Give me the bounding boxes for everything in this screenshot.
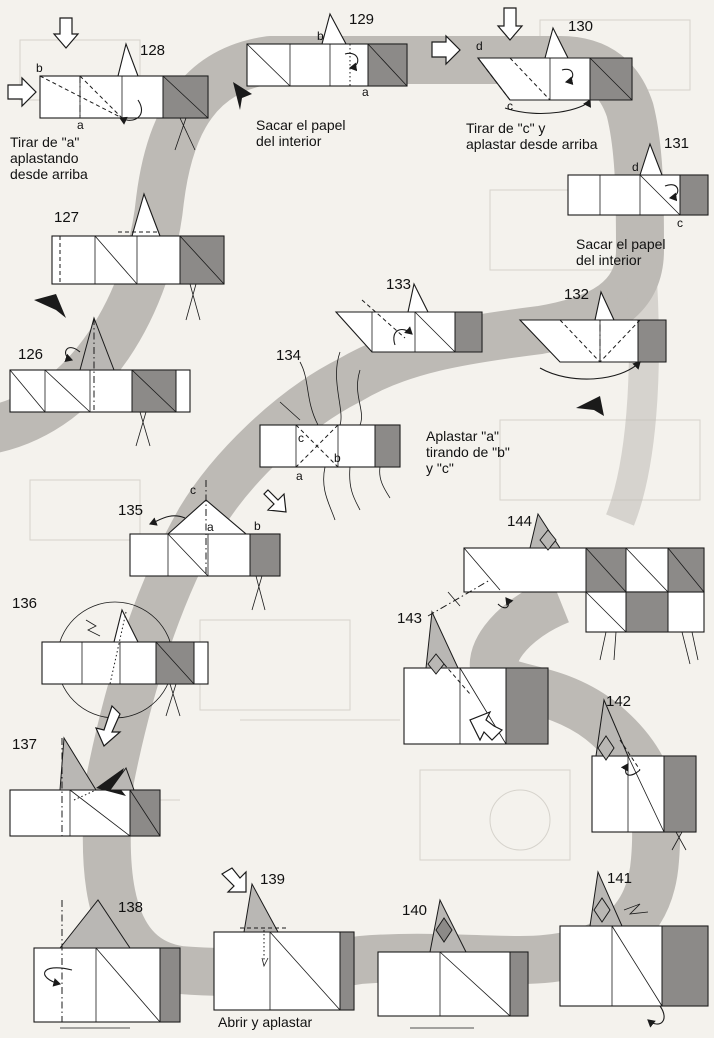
point-label-a: a [362, 86, 369, 98]
figure-144 [428, 514, 704, 664]
figure-134 [260, 352, 400, 520]
caption-line: Sacar el papel [256, 117, 346, 133]
figure-131 [568, 144, 708, 215]
figure-130 [478, 28, 632, 113]
step-number-134: 134 [276, 348, 301, 363]
figure-138 [34, 900, 180, 1028]
caption-line: del interior [576, 252, 666, 268]
step-number-133: 133 [386, 277, 411, 292]
caption-line: tirando de "b" [426, 444, 510, 460]
point-label-b: b [317, 30, 324, 42]
point-label-c: c [298, 432, 304, 444]
caption-line: aplastar desde arriba [466, 136, 598, 152]
caption-step-128: Tirar de "a" aplastando desde arriba [10, 134, 88, 182]
point-label-c: c [190, 484, 196, 496]
push-arrow-134 [264, 490, 286, 512]
figure-133 [336, 284, 482, 352]
caption-step-129: Sacar el papel del interior [256, 117, 346, 149]
point-label-d: d [476, 40, 483, 52]
step-number-140: 140 [402, 903, 427, 918]
caption-line: desde arriba [10, 166, 88, 182]
point-label-c: c [677, 217, 683, 229]
step-number-127: 127 [54, 210, 79, 225]
point-label-c: c [507, 100, 513, 112]
step-number-142: 142 [606, 694, 631, 709]
step-number-132: 132 [564, 287, 589, 302]
figure-140 [378, 900, 528, 1028]
figure-132 [520, 292, 666, 416]
step-number-143: 143 [397, 611, 422, 626]
step-number-128: 128 [140, 43, 165, 58]
step-number-139: 139 [260, 872, 285, 887]
caption-line: Aplastar "a" [426, 428, 510, 444]
point-label-d: d [632, 161, 639, 173]
caption-step-134: Aplastar "a" tirando de "b" y "c" [426, 428, 510, 476]
caption-line: Tirar de "c" y [466, 120, 598, 136]
caption-step-130: Tirar de "c" y aplastar desde arriba [466, 120, 598, 152]
push-arrow-139 [222, 868, 246, 892]
point-label-a: a [207, 521, 214, 533]
figure-142 [592, 700, 696, 850]
turn-arrow-136 [96, 706, 120, 746]
figure-136 [42, 602, 208, 718]
step-number-136: 136 [12, 596, 37, 611]
push-arrow-130 [432, 8, 522, 64]
figure-135 [130, 480, 280, 610]
step-number-138: 138 [118, 900, 143, 915]
step-number-130: 130 [568, 19, 593, 34]
caption-line: y "c" [426, 460, 510, 476]
point-label-b: b [254, 520, 261, 532]
step-number-141: 141 [607, 871, 632, 886]
figure-139 [214, 884, 354, 1010]
point-label-b: b [36, 62, 43, 74]
caption-step-131: Sacar el papel del interior [576, 236, 666, 268]
point-label-a: a [77, 119, 84, 131]
point-label-a: a [296, 470, 303, 482]
step-number-126: 126 [18, 347, 43, 362]
figure-141 [560, 872, 708, 1024]
caption-line: del interior [256, 133, 346, 149]
caption-line: Tirar de "a" [10, 134, 88, 150]
step-number-137: 137 [12, 737, 37, 752]
step-number-131: 131 [664, 136, 689, 151]
caption-line: aplastando [10, 150, 88, 166]
caption-step-139: Abrir y aplastar [218, 1014, 312, 1030]
caption-line: Sacar el papel [576, 236, 666, 252]
caption-line: Abrir y aplastar [218, 1014, 312, 1030]
step-number-144: 144 [507, 514, 532, 529]
figure-126 [10, 318, 190, 446]
step-number-129: 129 [349, 12, 374, 27]
point-label-b: b [334, 452, 341, 464]
step-number-135: 135 [118, 503, 143, 518]
